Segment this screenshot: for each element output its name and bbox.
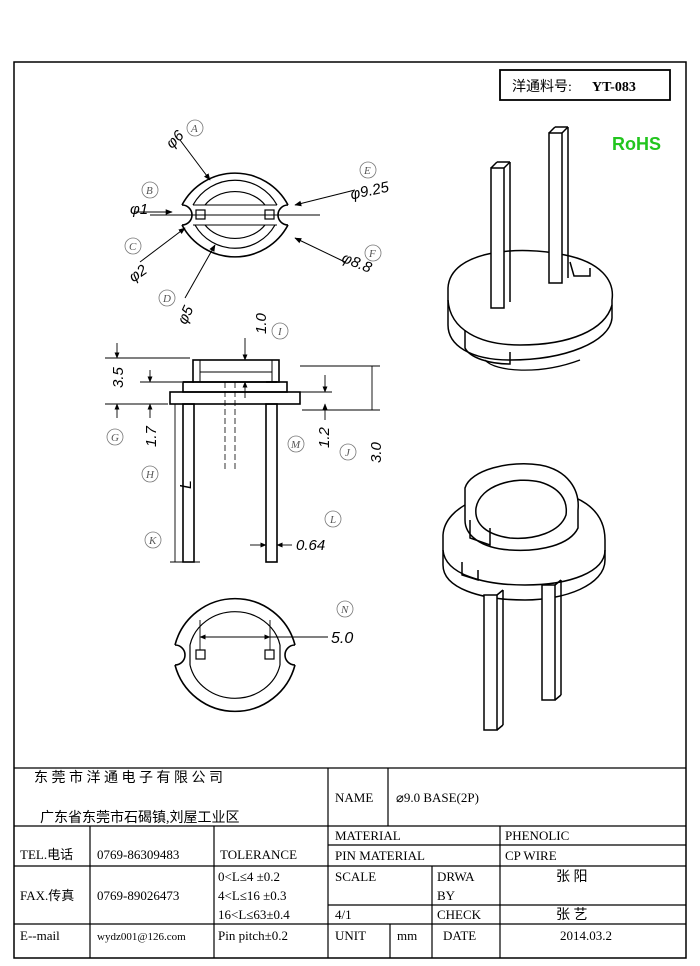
label-D: D [162,293,171,305]
email-label: E--mail [20,928,60,943]
title-block [14,767,686,958]
sheet-border [13,61,687,959]
iso-view-pins-up [447,126,614,371]
side-view [169,359,301,563]
dim-3-5: 3.5 [110,366,127,388]
bottom-view [174,597,328,713]
date-label: DATE [443,928,476,943]
part-number-code: YT-083 [592,80,636,95]
drawn-label-2: BY [437,888,456,903]
top-view-labels: A φ6 B φ1 C φ2 D φ5 E φ9.25 F φ8.8 [124,119,391,327]
dim-J: 3.0 [368,441,385,463]
iso-view-pins-down [442,462,606,731]
side-view-labels: 3.5 I 1.0 G 1.7 H L K M 1.2 J 3.0 L 0.64 [106,312,385,554]
name-value: ⌀9.0 BASE(2P) [396,790,479,805]
part-number-label: 洋通料号: [512,79,572,95]
company-name: 东 莞 市 洋 通 电 子 有 限 公 司 [34,769,223,786]
label-A: A [190,123,198,135]
dim-N: 5.0 [331,630,353,647]
tolerance-row-2: 4<L≤16 ±0.3 [218,888,287,903]
drawn-label-1: DRWA [437,869,475,884]
label-J: J [345,447,351,459]
dim-H: L [178,480,195,489]
company-address: 广东省东莞市石碣镇,刘屋工业区 [40,809,240,826]
tel-label: TEL.电话 [20,847,73,862]
dim-A: φ6 [163,127,188,152]
side-view-dimensions [105,338,380,563]
label-F: F [368,248,376,260]
drawn-by-value: 张 阳 [556,869,588,885]
rohs-mark: RoHS [612,134,661,154]
tolerance-row-4: Pin pitch±0.2 [218,928,288,943]
bottom-view-labels: N 5.0 [331,600,354,647]
label-M: M [290,439,301,451]
dim-M: 1.2 [316,426,333,448]
dim-C: φ2 [126,261,151,286]
date-value: 2014.03.2 [560,928,612,943]
tolerance-label: TOLERANCE [220,847,297,862]
name-label: NAME [335,790,373,805]
unit-label: UNIT [335,928,366,943]
title-block-text: 东 莞 市 洋 通 电 子 有 限 公 司 广东省东莞市石碣镇,刘屋工业区 NA… [20,769,612,943]
check-label: CHECK [437,907,482,922]
pin-material-label: PIN MATERIAL [335,848,425,863]
fax-label: FAX.传真 [20,888,74,903]
label-E: E [363,165,371,177]
label-K: K [148,535,157,547]
tolerance-row-3: 16<L≤63±0.4 [218,907,290,922]
email-value: wydz001@126.com [97,931,186,943]
dim-D: φ5 [174,303,197,327]
dim-G: 1.7 [143,425,160,447]
dim-I: 1.0 [253,312,270,334]
part-number-box: 洋通料号: YT-083 [499,69,671,101]
unit-value: mm [397,928,417,943]
dim-E: φ9.25 [349,179,391,204]
label-N: N [340,604,349,616]
scale-label: SCALE [335,869,376,884]
label-I: I [277,326,283,338]
check-value: 张 艺 [556,907,588,923]
material-label: MATERIAL [335,828,401,843]
dim-B: φ1 [130,201,148,218]
label-B: B [146,185,153,197]
dim-L: 0.64 [296,537,325,554]
label-C: C [129,241,137,253]
tel-value: 0769-86309483 [97,847,179,862]
scale-value: 4/1 [335,907,352,922]
pin-material-value: CP WIRE [505,848,557,863]
label-L: L [329,514,336,526]
fax-value: 0769-89026473 [97,888,179,903]
top-view [135,139,356,299]
label-H: H [145,469,155,481]
material-value: PHENOLIC [505,828,569,843]
tolerance-row-1: 0<L≤4 ±0.2 [218,869,280,884]
label-G: G [111,432,119,444]
